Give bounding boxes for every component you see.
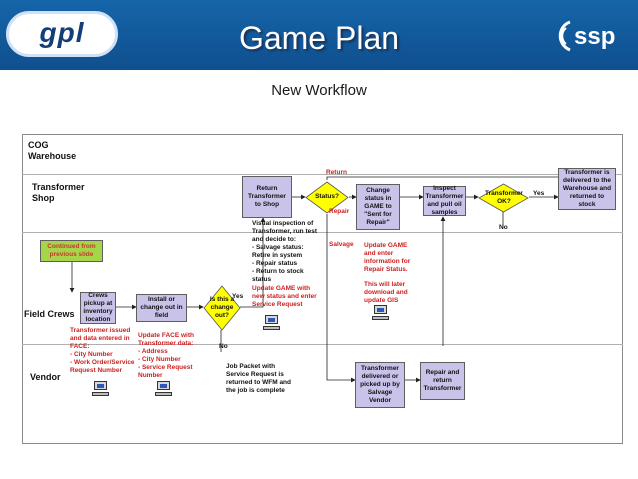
label-repair: Repair (329, 208, 350, 215)
swimlane-frame (22, 134, 623, 444)
lane-divider (22, 344, 623, 345)
note-update-game-repair: Update GAME and enter information for Re… (364, 242, 411, 273)
ssp-logo-text: ssp (574, 23, 616, 50)
label-no-ok: No (499, 224, 508, 231)
page-title: Game Plan (238, 20, 400, 56)
continued-box: Continued from previous slide (40, 240, 103, 262)
label-yes-ok: Yes (533, 190, 545, 197)
xfmr-ok-text: Transformer OK? (485, 190, 523, 205)
note-visual-inspection: Visual inspection of Transformer, run te… (252, 220, 318, 283)
computer-icon-3 (92, 381, 110, 397)
repair-return-box: Repair and return Transformer (420, 362, 465, 400)
label-salvage: Salvage (329, 241, 354, 248)
lane-vendor: Vendor (30, 372, 61, 382)
label-no-change-out: No (219, 343, 228, 350)
note-job-packet: Job Packet with Service Request is retur… (226, 363, 291, 394)
status-text: Status? (315, 193, 339, 200)
ssp-swirl-icon (558, 20, 571, 52)
lane-divider (22, 174, 623, 175)
label-return: Return (326, 169, 347, 176)
install-box: Install or change out in field (136, 294, 187, 322)
gpl-logo-text: gpl (39, 17, 85, 48)
xfmr-ok-diamond (478, 183, 529, 213)
computer-icon-1 (263, 315, 281, 331)
change-status-box: Change status in GAME to "Sent for Repai… (356, 184, 400, 230)
return-shop-box: Return Transformer to Shop (242, 176, 292, 218)
label-yes-change-out: Yes (232, 293, 244, 300)
crews-pickup-box: Crews pickup at inventory location (80, 292, 116, 324)
header-banner: gpl Game Plan ssp (0, 0, 638, 70)
change-out-diamond (203, 285, 241, 331)
inspect-box: Inspect Transformer and pull oil samples (423, 185, 466, 216)
note-gis: This will later download and update GIS (364, 281, 408, 304)
returned-stock-box: Transformer is delivered to the Warehous… (558, 168, 616, 210)
gpl-logo: gpl (6, 11, 118, 57)
note-update-game-wfm: Update GAME with new status and enter Se… (252, 285, 317, 308)
ssp-logo: ssp (554, 18, 632, 54)
note-update-face: Update FACE with Transformer data: - Add… (138, 332, 194, 379)
computer-icon-2 (372, 305, 390, 321)
note-transformer-issued: Transformer issued and data entered in F… (70, 327, 135, 374)
change-out-text: Is this a change out? (209, 296, 235, 319)
computer-icon-4 (155, 381, 173, 397)
page-subtitle: New Workflow (271, 82, 367, 99)
lane-warehouse: COG Warehouse (28, 140, 77, 161)
status-diamond (305, 181, 349, 214)
lane-shop: Transformer Shop (32, 182, 85, 203)
lane-divider (22, 232, 623, 233)
lane-field-crews: Field Crews (24, 309, 75, 319)
vendor-pickup-box: Transformer delivered or picked up by Sa… (355, 362, 405, 408)
